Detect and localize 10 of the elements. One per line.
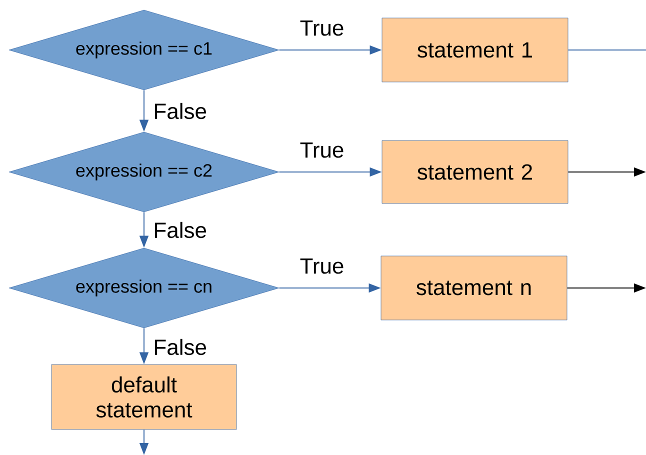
- edge-label: True: [298, 257, 346, 275]
- statement-box: statement n: [380, 256, 568, 320]
- statement-box: statement 1: [382, 18, 568, 82]
- edge-label: False: [152, 220, 208, 240]
- edge-label: False: [152, 102, 208, 120]
- statement-box: default statement: [51, 364, 237, 430]
- edge-label: True: [298, 141, 346, 159]
- statement-box: statement 2: [382, 140, 568, 204]
- edge-label: True: [298, 19, 346, 37]
- edge-label: False: [152, 338, 208, 356]
